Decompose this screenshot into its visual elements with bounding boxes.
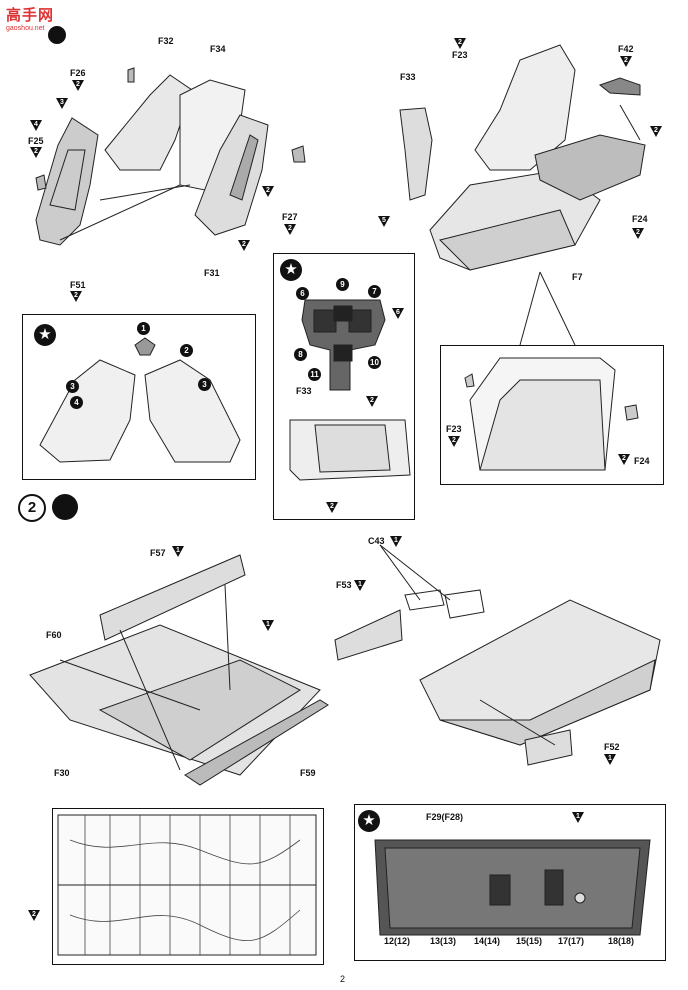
part-label: F26	[70, 68, 86, 78]
part-label: F57	[150, 548, 166, 558]
detail-box-f23	[440, 345, 664, 485]
callout-marker: 4	[70, 396, 83, 409]
star-icon: ★	[358, 810, 380, 832]
part-label: F53	[336, 580, 352, 590]
tri-num: 2	[624, 57, 628, 64]
part-label: F33	[400, 72, 416, 82]
console-right	[534, 134, 646, 201]
part-label: F33	[296, 386, 312, 396]
part-label: F24	[632, 214, 648, 224]
part-label: F30	[54, 768, 70, 778]
watermark-logo: 高手网 gaoshou.net	[6, 4, 68, 44]
tri-num: 1	[608, 755, 612, 762]
part-label: F31	[204, 268, 220, 278]
seat-part-f32	[104, 74, 193, 171]
callout-label: 18(18)	[608, 936, 635, 946]
watermark-subtext: gaoshou.net	[6, 25, 45, 32]
tri-num: 2	[34, 148, 38, 155]
seat-right	[474, 44, 576, 171]
tri-num: 1	[394, 537, 398, 544]
page-number: 2	[340, 974, 346, 984]
callout-marker: 9	[336, 278, 349, 291]
part-f42	[598, 77, 641, 96]
tri-num: 2	[370, 397, 374, 404]
part-label: F60	[46, 630, 62, 640]
callout-label: 13(13)	[430, 936, 457, 946]
tri-num: 2	[622, 455, 626, 462]
callout-label: 14(14)	[474, 936, 501, 946]
part-label: F42	[618, 44, 634, 54]
star-icon: ★	[280, 259, 302, 281]
part-label: F27	[282, 212, 298, 222]
step1-circle-icon	[48, 26, 66, 44]
tri-num: 2	[242, 241, 246, 248]
tri-num: 2	[74, 292, 78, 299]
part-label: F32	[158, 36, 174, 46]
callout-marker: 7	[368, 285, 381, 298]
callout-marker: 3	[66, 380, 79, 393]
tri-num: 3	[60, 99, 64, 106]
part-f33-top	[399, 107, 433, 201]
part-label: F24	[634, 456, 650, 466]
part-label: F25	[28, 136, 44, 146]
part-label: F51	[70, 280, 86, 290]
part-label: C43	[368, 536, 385, 546]
callout-marker: 2	[180, 344, 193, 357]
part-label: F29(F28)	[426, 812, 464, 822]
tri-num: 2	[288, 225, 292, 232]
callout-marker: 10	[368, 356, 381, 369]
part-label: F52	[604, 742, 620, 752]
tri-num: 2	[636, 229, 640, 236]
callout-marker: 11	[308, 368, 321, 381]
box-bottom-left	[52, 808, 324, 965]
part-label: F7	[572, 272, 583, 282]
tri-num: 1	[266, 621, 270, 628]
tri-num: 2	[32, 911, 36, 918]
callout-marker: 6	[296, 287, 309, 300]
step2-number: 2	[18, 494, 46, 522]
star-box-seats	[22, 314, 256, 480]
glue-icon	[52, 494, 78, 520]
tri-num: 2	[76, 81, 80, 88]
tri-num: 2	[452, 437, 456, 444]
tri-num: 2	[266, 187, 270, 194]
callout-marker: 1	[137, 322, 150, 335]
star-icon: ★	[34, 324, 56, 346]
star-box-bottom-right	[354, 804, 666, 961]
part-label: F34	[210, 44, 226, 54]
tri-num: 4	[34, 121, 38, 128]
callout-marker: 3	[198, 378, 211, 391]
part-label: F23	[452, 50, 468, 60]
tri-num: 1	[576, 813, 580, 820]
tri-num: 2	[654, 127, 658, 134]
tri-num: 1	[358, 581, 362, 588]
watermark-text: 高手网	[6, 7, 55, 24]
part-label: F59	[300, 768, 316, 778]
part-label: F23	[446, 424, 462, 434]
tri-num: 5	[382, 217, 386, 224]
callout-label: 15(15)	[516, 936, 543, 946]
callout-label: 12(12)	[384, 936, 411, 946]
tri-num: 6	[396, 309, 400, 316]
callout-marker: 8	[294, 348, 307, 361]
part-f57	[99, 554, 246, 641]
callout-label: 17(17)	[558, 936, 585, 946]
tri-num: 2	[330, 503, 334, 510]
star-box-panel	[273, 253, 415, 520]
tri-num: 2	[458, 39, 462, 46]
tri-num: 1	[176, 547, 180, 554]
